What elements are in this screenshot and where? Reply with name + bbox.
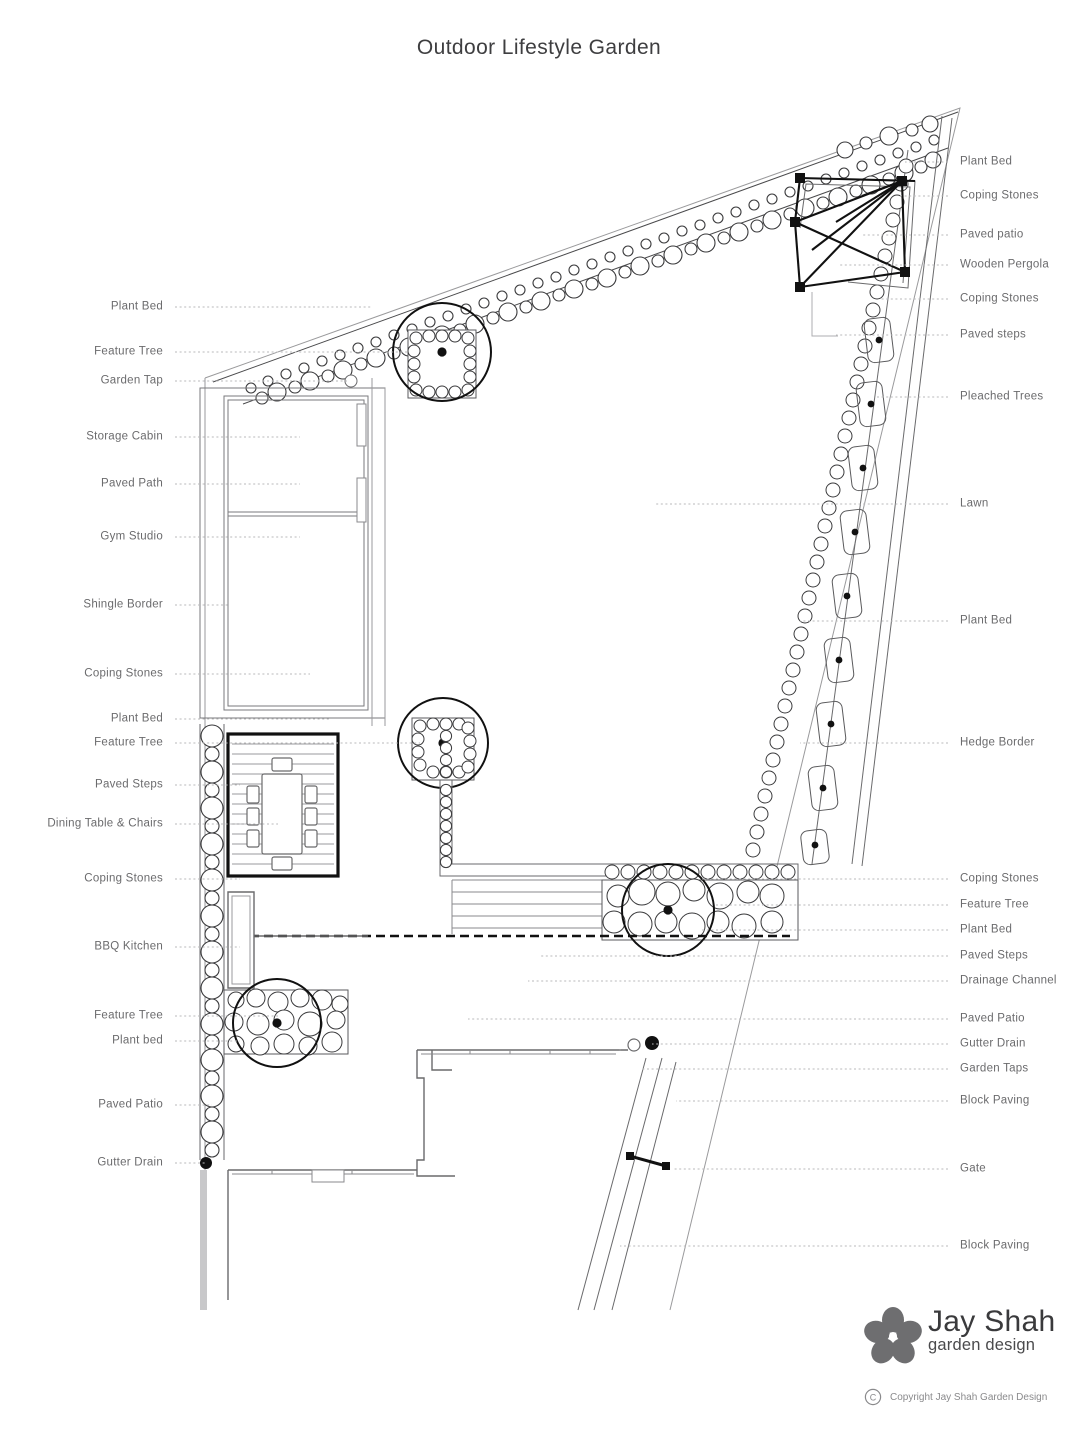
paved-steps-top: [811, 292, 838, 337]
plan-label: Feature Tree: [94, 736, 163, 749]
lawn-coping-stones: [439, 729, 453, 869]
plan-label: Gym Studio: [100, 530, 163, 543]
gutter-drain-left-icon: [200, 1157, 212, 1169]
leader-lines-right: [468, 161, 948, 1247]
gutter-drain-right-icon: [645, 1036, 659, 1050]
plan-label: Block Paving: [960, 1094, 1030, 1107]
plan-label: Gate: [960, 1162, 986, 1175]
plan-label: Plant bed: [112, 1034, 163, 1047]
plan-label: Shingle Border: [83, 598, 163, 611]
gate: [626, 1152, 670, 1170]
plan-label: Garden Tap: [100, 374, 163, 387]
plan-label: Plant Bed: [960, 923, 1013, 936]
plan-label: Paved Patio: [960, 1012, 1025, 1025]
dining-chairs: [246, 757, 318, 871]
pleached-trees: [800, 316, 895, 866]
plan-label: Paved Steps: [95, 778, 163, 791]
copyright-text: Copyright Jay Shah Garden Design: [890, 1392, 1048, 1403]
page-title: Outdoor Lifestyle Garden: [416, 36, 662, 59]
plan-label: Paved Steps: [960, 949, 1028, 962]
hedge-border-band: [811, 115, 953, 867]
pergola-posts: [790, 173, 910, 292]
block-paving-path: [577, 1057, 677, 1311]
plan-label: Gutter Drain: [960, 1037, 1026, 1050]
plan-label: Plant Bed: [110, 300, 163, 313]
plant-bed-top-stones: [245, 115, 942, 405]
dining-table: [261, 773, 303, 855]
feature-tree-upper: [392, 302, 492, 402]
paved-path: [371, 378, 386, 726]
plan-label: Block Paving: [960, 1239, 1030, 1252]
plan-label: Hedge Border: [960, 736, 1035, 749]
plan-label: Paved Patio: [98, 1098, 163, 1111]
house-wall-detail: [232, 1049, 621, 1183]
building-wall-openings: [356, 403, 367, 523]
plan-label: Coping Stones: [84, 872, 163, 885]
coping-stones-left: [200, 724, 224, 1158]
plan-label: Drainage Channel: [960, 974, 1057, 987]
plan-label: Coping Stones: [960, 189, 1039, 202]
plan-label: Feature Tree: [94, 1009, 163, 1022]
house-outline: [227, 1049, 628, 1300]
plant-bed-lower-left: [223, 978, 349, 1068]
plan-label: Paved patio: [960, 228, 1024, 241]
bbq-kitchen: [227, 891, 368, 989]
logo: Jay Shah garden design: [862, 1306, 1062, 1372]
house-left-wall: [200, 1170, 207, 1310]
logo-subtitle: garden design: [928, 1335, 1036, 1354]
leader-lines-left: [175, 306, 420, 1164]
plan-label: Plant Bed: [110, 712, 163, 725]
garden-tap-right-icon: [627, 1038, 641, 1052]
paved-steps-mid: [451, 879, 610, 934]
plan-label: Dining Table & Chairs: [47, 817, 163, 830]
plan-label: Paved steps: [960, 328, 1027, 341]
lawn-coping-border: [439, 780, 610, 877]
flower-logo-icon: [864, 1307, 922, 1364]
plan-label: Wooden Pergola: [960, 258, 1049, 271]
plan-label: Garden Taps: [960, 1062, 1029, 1075]
svg-text:C: C: [870, 1393, 877, 1403]
plan-label: Gutter Drain: [97, 1156, 163, 1169]
plan-label: Feature Tree: [94, 345, 163, 358]
plan-label: Pleached Trees: [960, 390, 1044, 403]
plan-label: BBQ Kitchen: [94, 940, 163, 953]
plan-label: Coping Stones: [960, 292, 1039, 305]
plan-label: Storage Cabin: [86, 430, 163, 443]
plant-bed-right-lower: [601, 863, 799, 957]
garden-tap-icon: [344, 374, 358, 388]
coping-stone-strip-right: [745, 158, 914, 858]
plan-label: Paved Path: [101, 477, 163, 490]
coping-stone-border-left: [199, 724, 225, 1160]
wooden-pergola: [793, 176, 916, 289]
plan-label: Plant Bed: [960, 614, 1013, 627]
copyright-icon: C: [864, 1388, 882, 1406]
plan-label: Plant Bed: [960, 155, 1013, 168]
plan-label: Coping Stones: [960, 872, 1039, 885]
plan-label: Coping Stones: [84, 667, 163, 680]
plan-label: Lawn: [960, 497, 989, 510]
logo-name: Jay Shah: [928, 1305, 1056, 1338]
plan-label: Feature Tree: [960, 898, 1029, 911]
